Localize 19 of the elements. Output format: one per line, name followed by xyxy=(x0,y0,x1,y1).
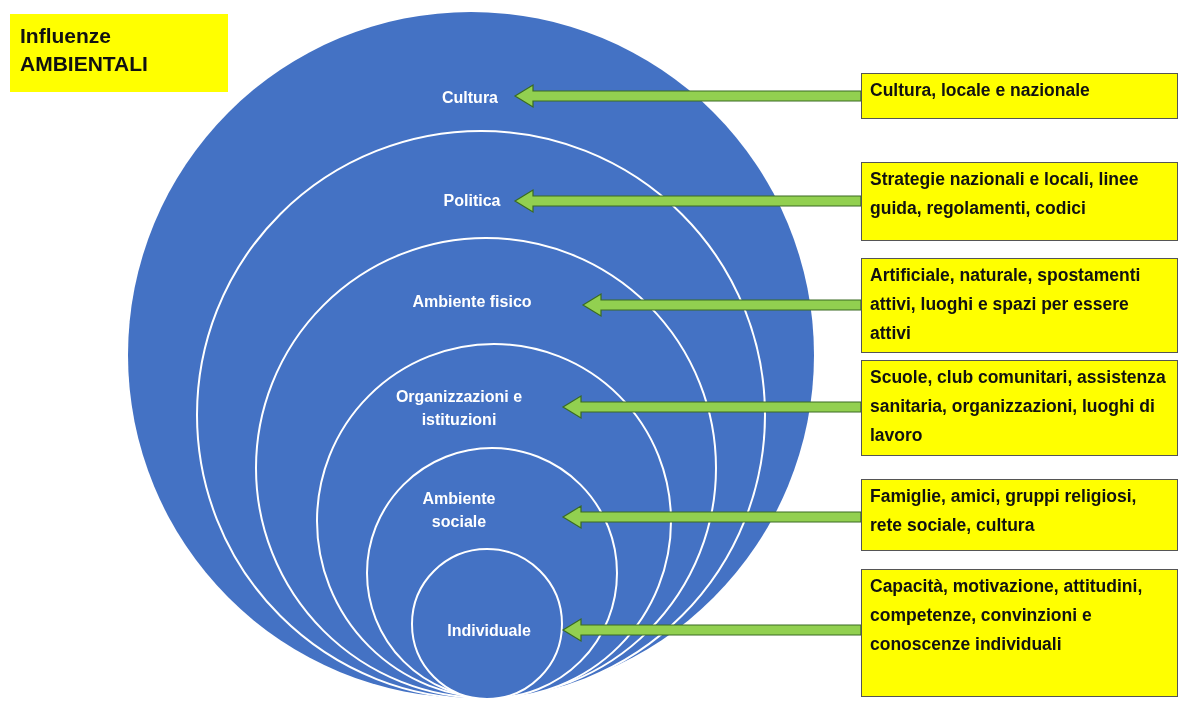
text-box: Cultura, locale e nazionale xyxy=(861,73,1178,119)
title-box: Influenze AMBIENTALI xyxy=(10,14,228,92)
text-box: Artificiale, naturale, spostamenti attivi, luoghi e spazi per essere attivi xyxy=(861,258,1178,353)
circle-label: Individuale xyxy=(446,620,532,641)
text-box: Scuole, club comunitari, assistenza sanitaria, organizzazioni, luoghi di lavoro xyxy=(861,360,1178,456)
arrow xyxy=(581,292,862,318)
circle-label: Ambiente sociale xyxy=(421,489,497,532)
arrow xyxy=(513,188,862,214)
circle-label: Cultura xyxy=(441,87,499,108)
arrow xyxy=(561,504,862,530)
circle-label: Politica xyxy=(442,190,502,211)
arrow xyxy=(561,617,862,643)
circle-label: Organizzazioni e istituzioni xyxy=(394,387,524,430)
text-box: Famiglie, amici, gruppi religiosi, rete sociale, cultura xyxy=(861,479,1178,551)
circle-label: Ambiente fisico xyxy=(411,291,533,312)
arrow xyxy=(561,394,862,420)
text-box: Capacità, motivazione, attitudini, competenze, convinzioni e conoscenze individuali xyxy=(861,569,1178,697)
text-box: Strategie nazionali e locali, linee guida, regolamenti, codici xyxy=(861,162,1178,241)
arrow xyxy=(513,83,862,109)
